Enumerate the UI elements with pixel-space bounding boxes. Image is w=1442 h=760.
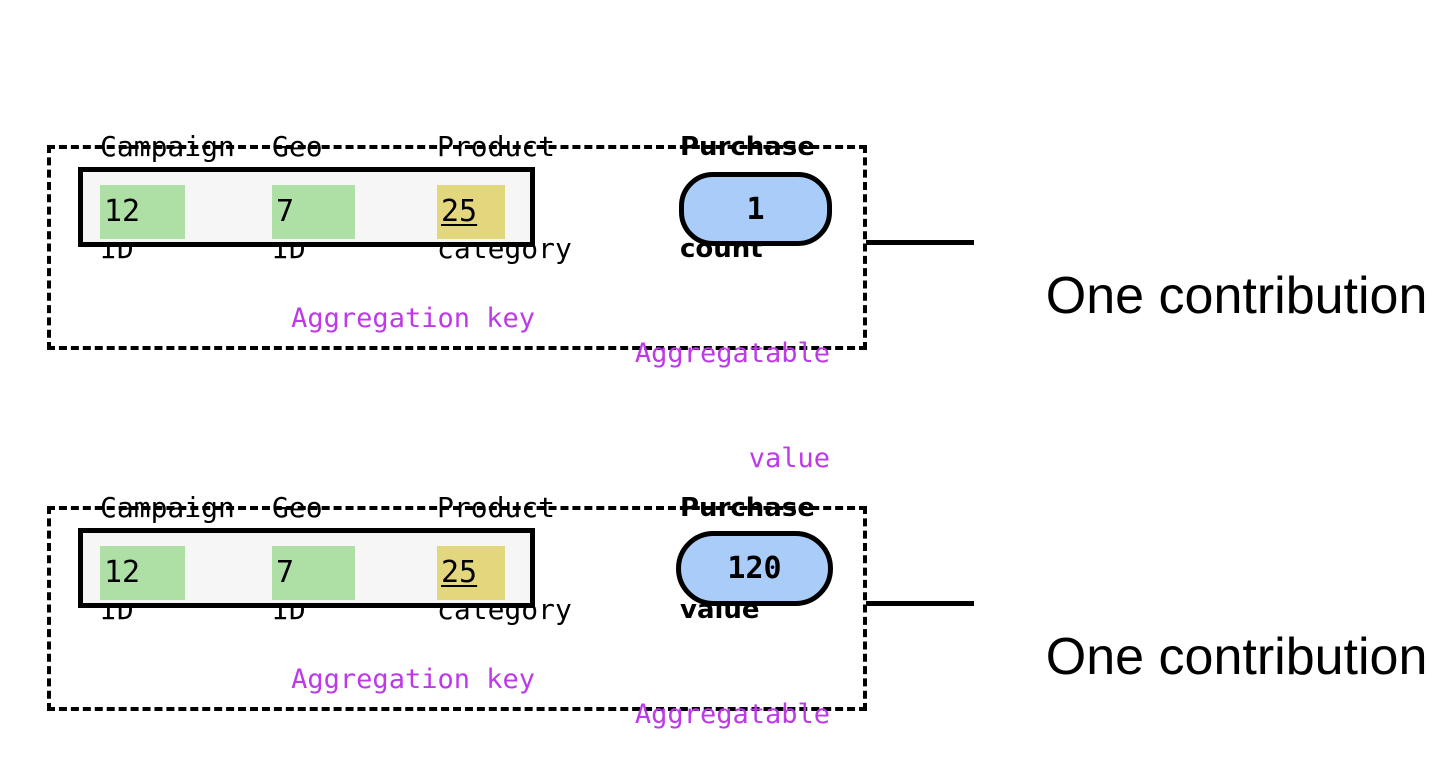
key-cell-campaign-id: 12: [100, 185, 185, 239]
callout-leader-line-value: [866, 601, 974, 606]
aggregatable-value-label-line1: Aggregatable: [634, 338, 830, 369]
contribution-group-purchase-count: [47, 145, 867, 350]
key-cell-product-category-2-text: 25: [441, 555, 478, 590]
key-cell-product-category-text: 25: [441, 194, 478, 229]
key-cell-product-category: 25: [437, 185, 505, 239]
aggregation-key-box-2: 12 7 25: [78, 528, 535, 608]
aggregation-key-label: Aggregation key: [130, 266, 535, 371]
key-cell-campaign-id-2: 12: [100, 546, 185, 600]
aggregation-key-box: 12 7 25: [78, 167, 535, 247]
callout-label-count-text: One contribution: [1045, 267, 1428, 325]
callout-label-count: One contribution: [988, 212, 1428, 380]
aggregatable-value-pill-count-text: 1: [746, 191, 765, 227]
callout-label-value-text: One contribution: [1045, 628, 1428, 686]
aggregatable-value-label-2: Aggregatable value: [570, 627, 830, 760]
key-cell-campaign-id-text: 12: [104, 194, 141, 229]
key-cell-geo-id-2-text: 7: [276, 555, 295, 590]
aggregatable-value-label-2-line1: Aggregatable: [634, 699, 830, 730]
aggregatable-value-pill-count: 1: [679, 172, 832, 246]
contribution-group-purchase-value: [47, 506, 867, 711]
callout-label-value: One contribution: [988, 573, 1428, 741]
aggregation-key-label-2-text: Aggregation key: [291, 664, 535, 695]
key-cell-product-category-2: 25: [437, 546, 505, 600]
aggregatable-value-pill-value-text: 120: [727, 551, 782, 586]
aggregatable-value-pill-value: 120: [676, 531, 833, 606]
aggregatable-value-label-line2: value: [748, 443, 830, 474]
key-cell-geo-id: 7: [272, 185, 355, 239]
aggregation-key-label-text: Aggregation key: [291, 303, 535, 334]
key-cell-geo-id-text: 7: [276, 194, 295, 229]
key-cell-campaign-id-2-text: 12: [104, 555, 141, 590]
aggregatable-value-label: Aggregatable value: [570, 266, 830, 546]
key-cell-geo-id-2: 7: [272, 546, 355, 600]
aggregation-key-label-2: Aggregation key: [130, 627, 535, 732]
callout-leader-line-count: [866, 240, 974, 245]
